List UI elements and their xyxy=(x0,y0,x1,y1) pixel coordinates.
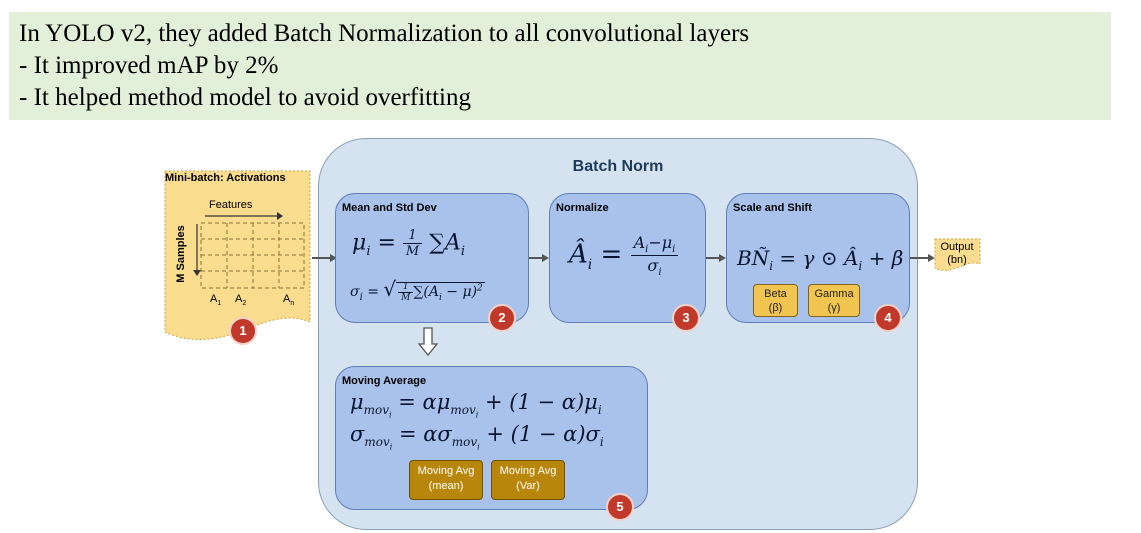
output-arrow-line xyxy=(910,257,930,259)
activation-grid xyxy=(200,222,305,289)
normalize-box xyxy=(549,193,706,323)
features-arrow xyxy=(205,212,283,220)
mean-std-label: Mean and Std Dev xyxy=(342,202,437,214)
step-badge-3: 3 xyxy=(672,304,700,332)
step-badge-1: 1 xyxy=(229,317,257,345)
moving-std-formula: σmovi = ασmovi + (1 − α)σi xyxy=(350,422,604,452)
summary-banner: In YOLO v2, they added Batch Normalizati… xyxy=(9,12,1111,120)
samples-label: M Samples xyxy=(175,225,187,283)
arrow-2-3-line xyxy=(529,257,543,259)
output-shape xyxy=(934,238,981,271)
col-a1-label: A1 xyxy=(210,293,222,308)
arrow-2-3-head xyxy=(542,254,549,262)
col-a2-label: A2 xyxy=(235,293,247,308)
step-badge-4: 4 xyxy=(874,304,902,332)
banner-line-2: - It improved mAP by 2% xyxy=(19,52,279,79)
arrow-3-4-line xyxy=(706,257,720,259)
samples-arrow xyxy=(193,224,201,276)
mean-std-box xyxy=(335,193,529,323)
normalize-label: Normalize xyxy=(556,202,609,214)
moving-mean-formula: μmovi = αμmovi + (1 − α)μi xyxy=(350,390,602,420)
col-an-label: An xyxy=(283,293,295,308)
gamma-param: Gamma(γ) xyxy=(808,284,860,317)
down-arrow-icon xyxy=(417,327,439,357)
output-arrow-head xyxy=(928,254,935,262)
moving-avg-var: Moving Avg(Var) xyxy=(491,460,565,500)
scale-shift-label: Scale and Shift xyxy=(733,202,812,214)
step-badge-5: 5 xyxy=(606,493,634,521)
arrow-3-4-head xyxy=(719,254,726,262)
batch-norm-title: Batch Norm xyxy=(572,158,664,175)
beta-param: Beta(β) xyxy=(753,284,798,317)
step-badge-2: 2 xyxy=(488,304,516,332)
moving-average-label: Moving Average xyxy=(342,375,427,387)
scale-shift-formula: BÑi = γ ⊙ Âi + β xyxy=(737,246,904,273)
input-arrow-line xyxy=(312,257,334,259)
features-label: Features xyxy=(209,199,253,211)
output-label: Output(bn) xyxy=(940,241,974,266)
moving-avg-mean: Moving Avg(mean) xyxy=(409,460,483,500)
banner-line-3: - It helped method model to avoid overfi… xyxy=(19,84,471,111)
minibatch-title: Mini-batch: Activations xyxy=(165,172,286,184)
banner-line-1: In YOLO v2, they added Batch Normalizati… xyxy=(19,20,750,47)
input-arrow-head xyxy=(330,254,337,262)
